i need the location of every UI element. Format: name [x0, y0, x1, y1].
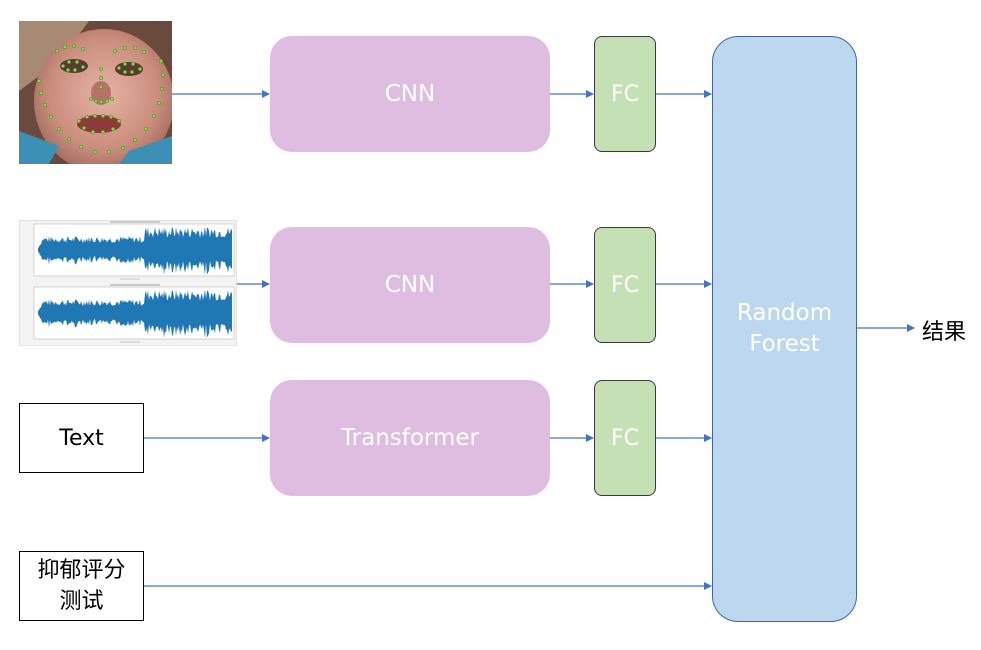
fc-block-1-label: FC: [610, 81, 639, 107]
depression-score-label-line1: 抑郁评分: [37, 558, 126, 583]
result-label: 结果: [922, 314, 966, 346]
audio-waveform-image: [19, 220, 237, 346]
transformer-block: Transformer: [270, 380, 550, 496]
fc-block-2: FC: [594, 227, 656, 343]
transformer-block-label: Transformer: [340, 425, 479, 451]
fc-block-3: FC: [594, 380, 656, 496]
depression-score-box: 抑郁评分 测试: [19, 551, 144, 621]
fc-block-2-label: FC: [610, 272, 639, 298]
fc-block-3-label: FC: [610, 425, 639, 451]
random-forest-block: Random Forest: [712, 36, 857, 622]
face-image: [19, 21, 174, 173]
cnn-block-audio-label: CNN: [384, 272, 436, 298]
fc-block-1: FC: [594, 36, 656, 152]
random-forest-label-line1: Random: [736, 300, 833, 326]
random-forest-label-line2: Forest: [749, 331, 820, 357]
depression-score-label-line2: 测试: [59, 589, 104, 614]
cnn-block-audio: CNN: [270, 227, 550, 343]
text-input-label: Text: [59, 425, 104, 451]
cnn-block-face: CNN: [270, 36, 550, 152]
text-input-box: Text: [19, 403, 144, 473]
cnn-block-face-label: CNN: [384, 81, 436, 107]
result-label-text: 结果: [922, 320, 967, 345]
